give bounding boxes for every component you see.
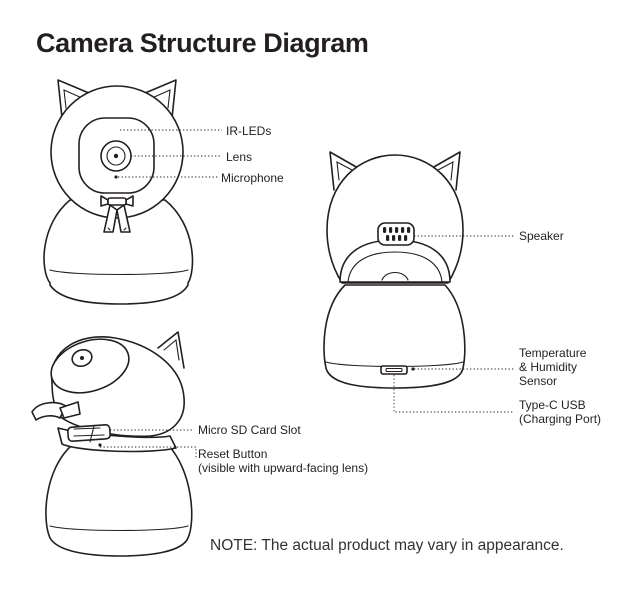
front-view-camera [43,79,194,305]
back-base [323,284,466,389]
label-reset-line2: (visible with upward-facing lens) [198,461,369,475]
label-temperature-line2: & Humidity [519,360,578,374]
back-speaker-grille [377,222,415,246]
back-view-camera [323,151,466,389]
back-usb-port [380,365,408,375]
label-sd-slot: Micro SD Card Slot [198,423,301,437]
back-sensor-dot [411,367,415,371]
front-base [43,199,194,305]
side-faceplate [50,338,130,394]
label-reset-line1: Reset Button [198,447,268,461]
label-ir-leds: IR-LEDs [226,124,272,138]
label-typec-usb: Type-C USB (Charging Port) [519,398,601,426]
side-base [45,444,193,557]
label-temperature-line3: Sensor [519,374,558,388]
appearance-note: NOTE: The actual product may vary in app… [210,537,564,554]
side-bowtie [31,401,67,421]
front-microphone-hole [114,175,118,179]
label-temperature-humidity-sensor: Temperature & Humidity Sensor [519,346,586,388]
label-reset-button: Reset Button (visible with upward-facing… [198,447,368,475]
side-view-camera [31,331,193,557]
label-speaker: Speaker [519,229,564,243]
label-typec-line2: (Charging Port) [519,412,602,426]
side-ear [157,331,185,369]
side-sd-slot [67,424,111,442]
label-microphone: Microphone [221,171,284,185]
label-temperature-line1: Temperature [519,346,587,360]
leader-reset [100,446,197,458]
label-lens: Lens [226,150,253,164]
page-title: Camera Structure Diagram [36,28,369,58]
side-reset-hole [98,443,102,447]
label-typec-line1: Type-C USB [519,398,586,412]
